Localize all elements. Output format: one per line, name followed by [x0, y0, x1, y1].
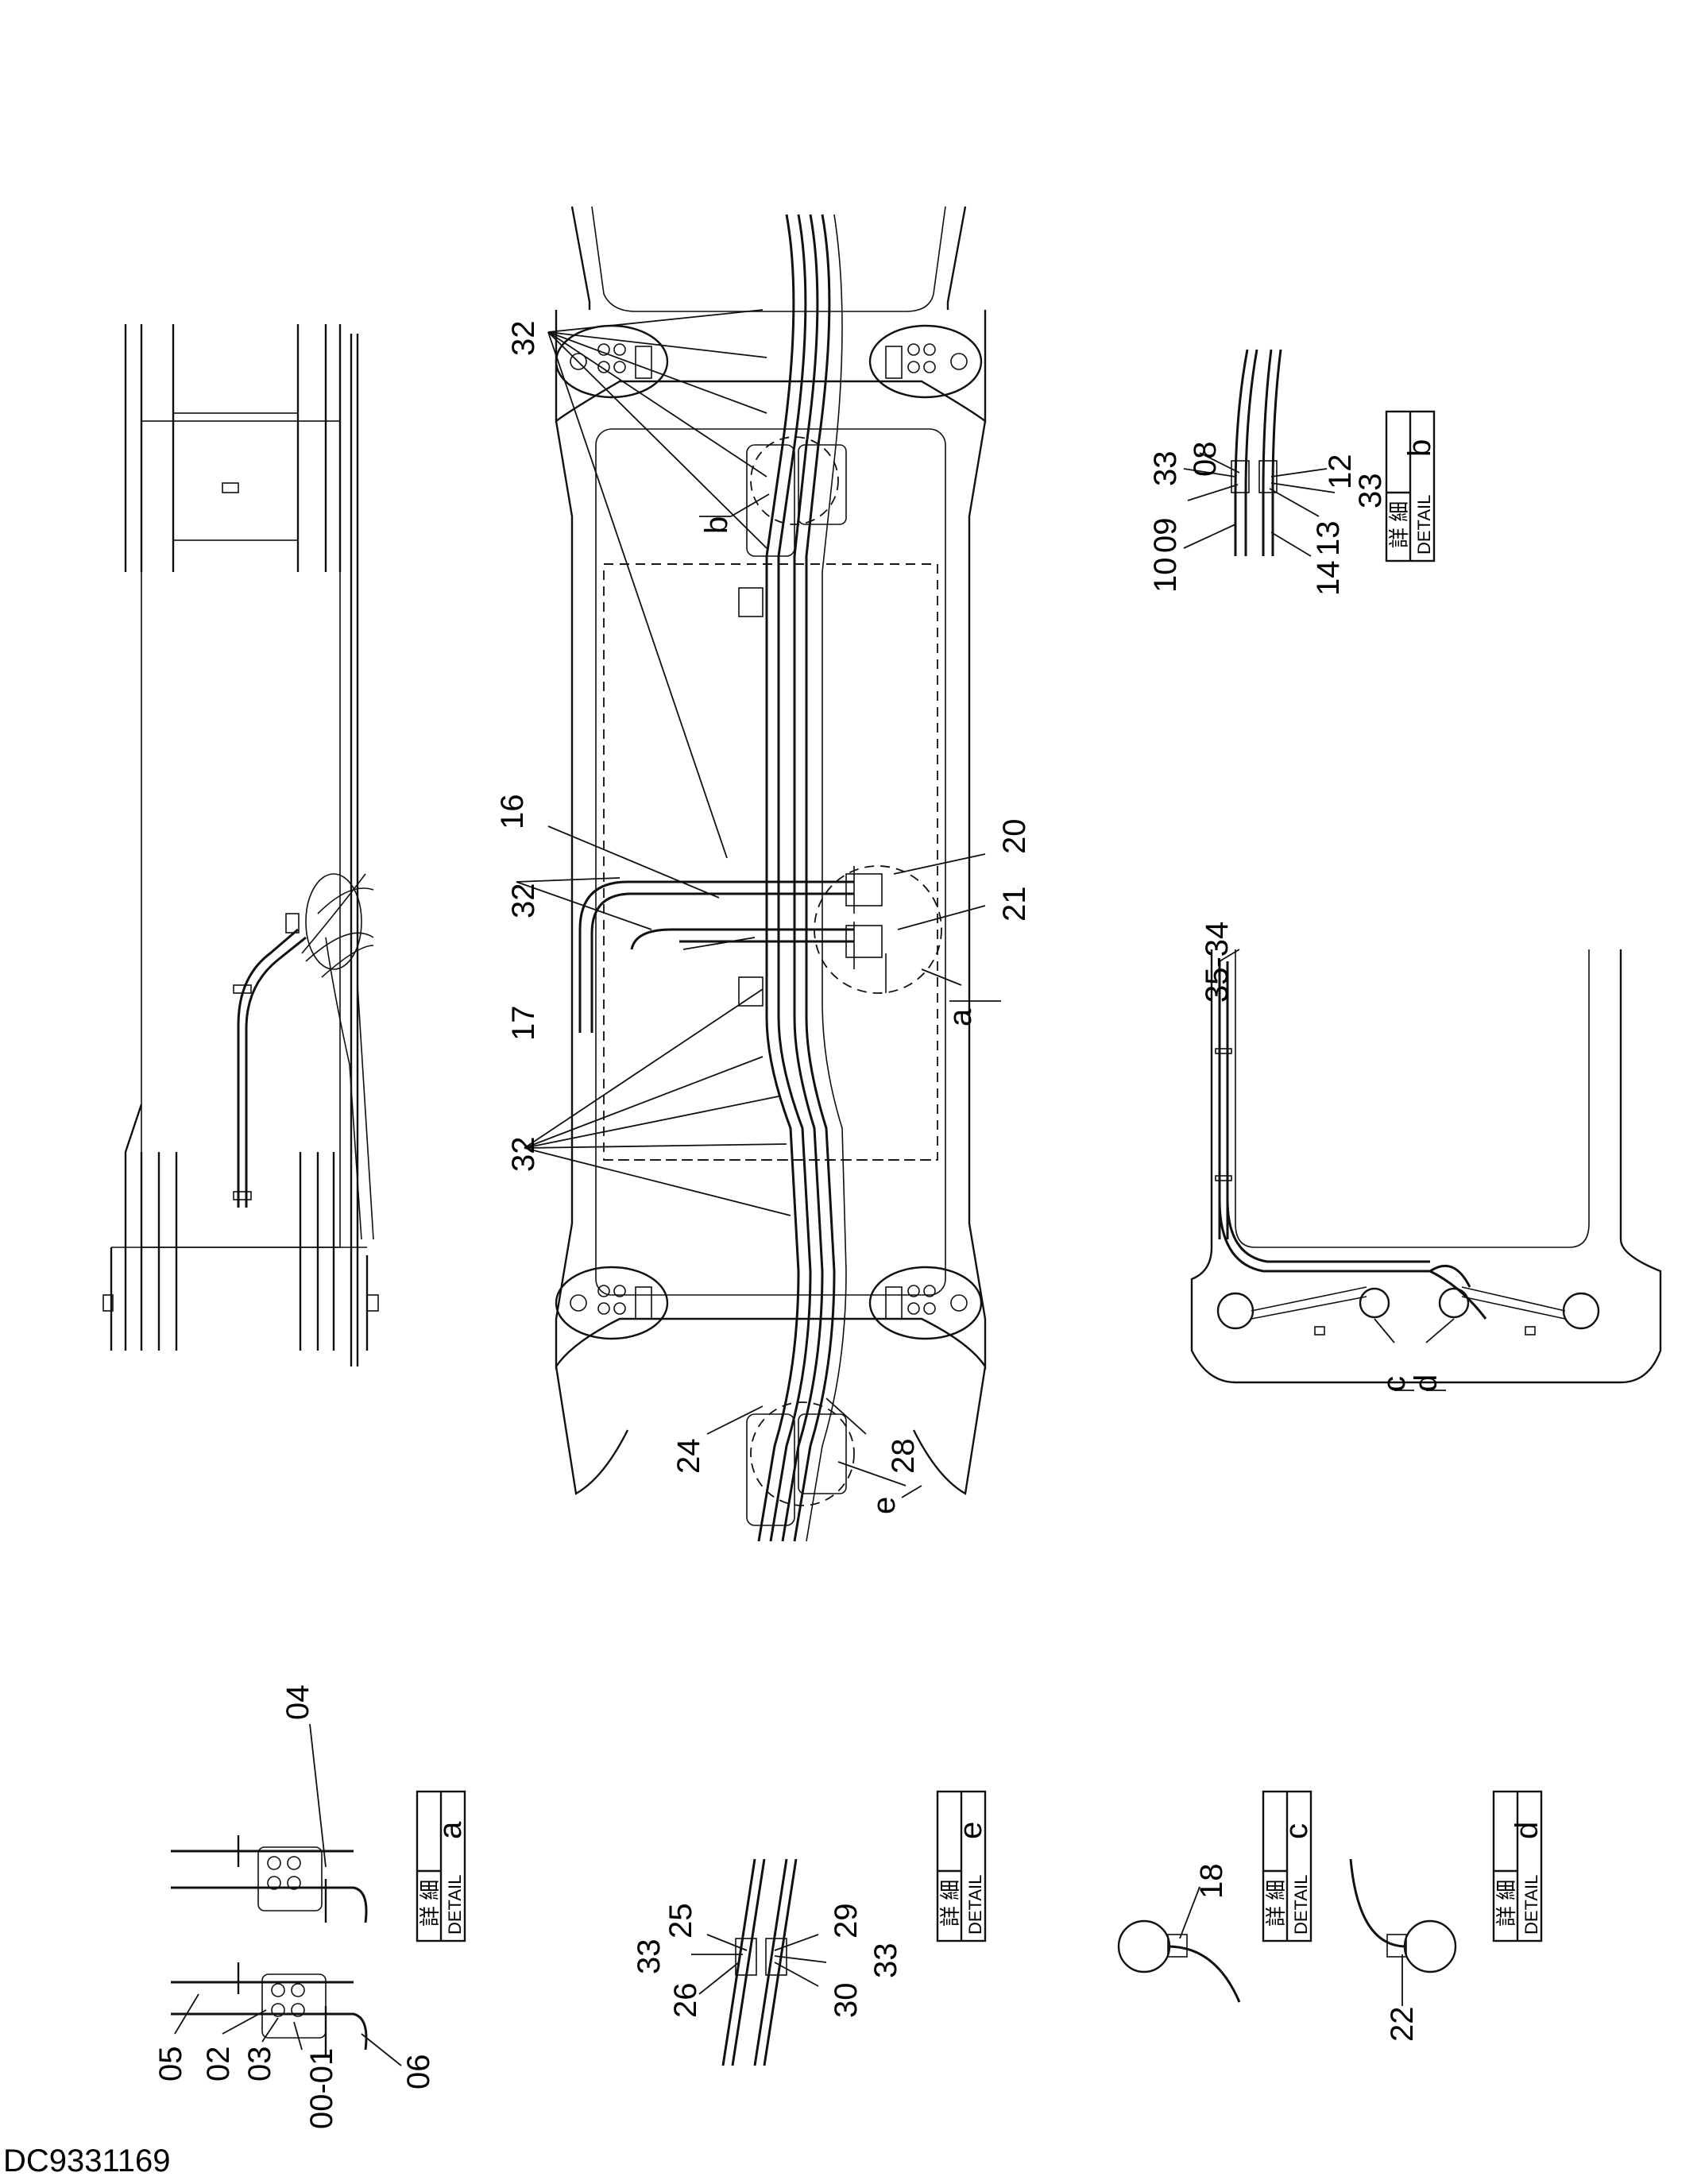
detail-box-b: 詳 細 DETAIL b — [1385, 410, 1437, 562]
detail-box-e-label: DETAIL — [965, 1875, 985, 1935]
callout-a-06: 06 — [401, 2055, 436, 2090]
callout-a-05: 05 — [153, 2047, 188, 2082]
detail-box-a-kanji: 詳 細 — [418, 1880, 442, 1927]
callout-c-18: 18 — [1194, 1864, 1229, 1900]
detail-c-drawing — [1117, 1919, 1241, 2003]
detail-box-a-letter: a — [433, 1821, 468, 1839]
callout-20: 20 — [997, 819, 1032, 855]
detail-box-a-label: DETAIL — [445, 1875, 465, 1935]
detail-e-drawing — [721, 1858, 798, 2066]
callout-a-04: 04 — [280, 1685, 315, 1721]
boom-top-view — [555, 206, 987, 1542]
detail-box-b-label: DETAIL — [1414, 495, 1434, 555]
boom-foot-view — [1190, 949, 1662, 1384]
callout-a-02: 02 — [201, 2047, 236, 2082]
callout-16: 16 — [495, 794, 530, 830]
detail-d-drawing — [1349, 1858, 1457, 1973]
callout-b-13: 13 — [1311, 521, 1346, 557]
detail-box-d-label: DETAIL — [1521, 1875, 1541, 1935]
callout-b-33-bot: 33 — [1353, 474, 1388, 509]
reference-a: a — [943, 1008, 978, 1026]
callout-e-33-right: 33 — [868, 1943, 903, 1979]
callout-b-14: 14 — [1311, 561, 1346, 597]
callout-e-33-left: 33 — [632, 1939, 667, 1975]
callout-e-25: 25 — [663, 1904, 698, 1939]
detail-box-a: 詳 細 DETAIL a — [416, 1790, 468, 1942]
reference-c: c — [1377, 1376, 1412, 1392]
detail-box-c-kanji: 詳 細 — [1264, 1880, 1288, 1927]
callout-b-33-top: 33 — [1148, 451, 1183, 487]
detail-box-d-letter: d — [1510, 1822, 1544, 1839]
callout-32-lower: 32 — [506, 1137, 541, 1173]
detail-box-b-letter: b — [1402, 439, 1437, 457]
callout-d-22: 22 — [1385, 2007, 1420, 2043]
callout-a-00-01: 00-01 — [304, 2048, 339, 2129]
reference-d: d — [1409, 1374, 1444, 1392]
detail-box-c: 詳 細 DETAIL c — [1262, 1790, 1314, 1942]
leader-lines — [174, 309, 1455, 2066]
callout-e-26: 26 — [668, 1983, 703, 2019]
detail-box-e-letter: e — [953, 1822, 988, 1839]
callout-35-34: 35-34 — [1200, 922, 1235, 1003]
pin-boss-bottom-left — [555, 1266, 669, 1340]
detail-box-b-kanji: 詳 細 — [1387, 501, 1411, 548]
callout-b-09: 09 — [1148, 518, 1183, 554]
callout-e-30: 30 — [829, 1983, 864, 2019]
callout-labels: 32 16 32 17 32 20 21 24 28 a b e c d 35-… — [153, 321, 1444, 2130]
callout-b-12: 12 — [1323, 454, 1358, 490]
callout-b-10: 10 — [1148, 558, 1183, 593]
callout-32-upper: 32 — [506, 321, 541, 357]
callout-24: 24 — [671, 1439, 706, 1475]
callout-b-08: 08 — [1188, 442, 1223, 477]
detail-box-d-kanji: 詳 細 — [1494, 1880, 1518, 1927]
callout-a-03: 03 — [242, 2047, 277, 2082]
callout-28: 28 — [886, 1439, 921, 1475]
callout-e-29: 29 — [829, 1904, 864, 1939]
drawing-number: DC9331169 — [3, 2143, 171, 2178]
detail-box-c-label: DETAIL — [1291, 1875, 1311, 1935]
reference-e: e — [867, 1497, 902, 1514]
callout-32-mid: 32 — [506, 883, 541, 919]
detail-box-d: 詳 細 DETAIL d — [1492, 1790, 1544, 1942]
pin-boss-top-right — [868, 324, 983, 399]
callout-21: 21 — [997, 887, 1032, 922]
detail-box-e: 詳 細 DETAIL e — [936, 1790, 988, 1942]
detail-a-drawing — [171, 1835, 368, 2058]
detail-box-c-letter: c — [1279, 1823, 1314, 1839]
reference-b: b — [699, 516, 734, 534]
detail-b-drawing — [1231, 349, 1282, 556]
detail-box-e-kanji: 詳 細 — [938, 1880, 962, 1927]
boom-side-view — [102, 324, 379, 1366]
callout-17: 17 — [506, 1006, 541, 1042]
pin-boss-bottom-right — [868, 1266, 983, 1340]
